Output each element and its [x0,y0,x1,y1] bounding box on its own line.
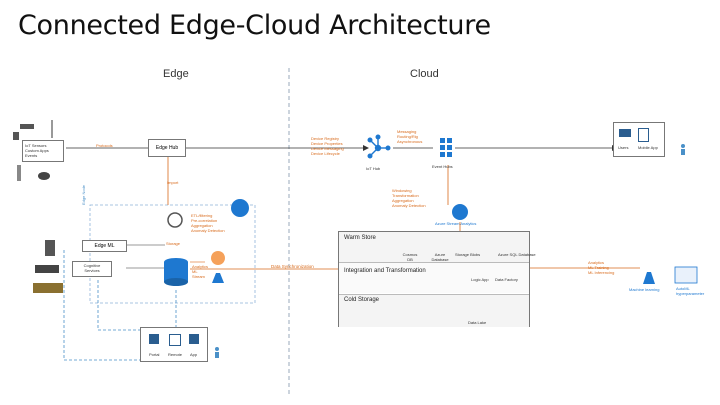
ml-labels: Analytics ML Training ML Inferencing [588,260,615,275]
edge-node-label: Edge Node [81,184,86,205]
app-icon [189,334,199,344]
data-factory-label: Data Factory [495,277,518,282]
stream-analytics-label: Azure Stream Analytics [435,221,477,226]
cold-storage-panel [339,294,529,327]
monitor-icon [619,129,631,137]
thermometer-icon [17,165,21,181]
integration-label: Integration and Transformation [344,268,426,274]
cognitive-services-box[interactable]: Cognitive Services [72,261,112,277]
cloud-section-label: Cloud [410,68,439,80]
tablet-icon [638,128,649,142]
edge-output-line-1 [63,250,140,361]
ml-flask-icon [643,272,655,284]
edge-user-icon [215,347,219,351]
automl-icon [674,266,698,284]
edge-ml-box[interactable]: Edge ML [82,240,127,252]
automl-labels: AutoML hyperparameter [676,286,705,296]
flask-icon [212,273,224,283]
iot-hub-icon [367,134,391,159]
messaging-labels: Device Registry Device Properties Device… [311,136,344,156]
storage-label: Storage [166,241,181,246]
page-title: Connected Edge-Cloud Architecture [18,10,491,41]
iot-hub-label: IoT Hub [366,166,381,171]
azure-sql-label: Azure SQL Database [498,252,536,257]
stream-analytics-icon [452,204,468,220]
dashboard-box: Users Mobile App [613,122,665,157]
user-icon [681,144,685,148]
azure-db-label: Azure Database [431,252,449,262]
import-label: Import [167,180,179,185]
event-hubs-icon [440,138,452,157]
edge-small-labels: Analytics ML Stream [192,264,209,279]
edge-output-line-2 [97,280,140,331]
analytics-dot-icon [211,251,225,265]
stream-transform-labels: Windowing Transformation Aggregation Ano… [392,188,426,208]
cosmos-db-label: Cosmos DB [402,252,418,262]
edge-output-panel: Portal Remote App [140,327,208,362]
warm-store-panel [339,232,529,262]
car-icon [35,265,59,273]
fuel-pump-icon [45,240,55,256]
dome-camera-icon [38,172,50,180]
data-sync-label: Data Synchronization [271,264,314,269]
truck-icon [33,283,63,293]
edge-node-outline [89,204,256,304]
cold-storage-label: Cold Storage [344,297,380,303]
hub-labels: Messaging Routing/Rig Asynchronous [397,129,423,144]
edge-cloud-icon [231,199,249,217]
logic-app-label: Logic App [471,277,489,282]
portal-icon [149,334,159,344]
edge-processing-labels: ETL/filtering Pre-correlation Aggregatio… [191,213,225,233]
remote-icon [169,334,181,346]
storage-blobs-label: Storage Blobs [455,252,481,257]
protocols-label: Protocols [96,143,113,148]
iot-sensors-box: IoT Sensors Custom Apps Events [22,140,64,162]
edge-section-label: Edge [163,68,189,80]
edge-hub-box[interactable]: Edge Hub [148,139,186,157]
integration-panel [339,262,529,293]
warm-store-label: Warm Store [344,235,376,241]
gear-icon [167,212,183,228]
sensor-icon [13,132,19,140]
camera-icon [20,124,34,129]
machine-learning-label: Machine learning [629,287,660,292]
data-lake-label: Data Lake [468,320,487,325]
event-hubs-label: Event Hubs [432,164,453,169]
